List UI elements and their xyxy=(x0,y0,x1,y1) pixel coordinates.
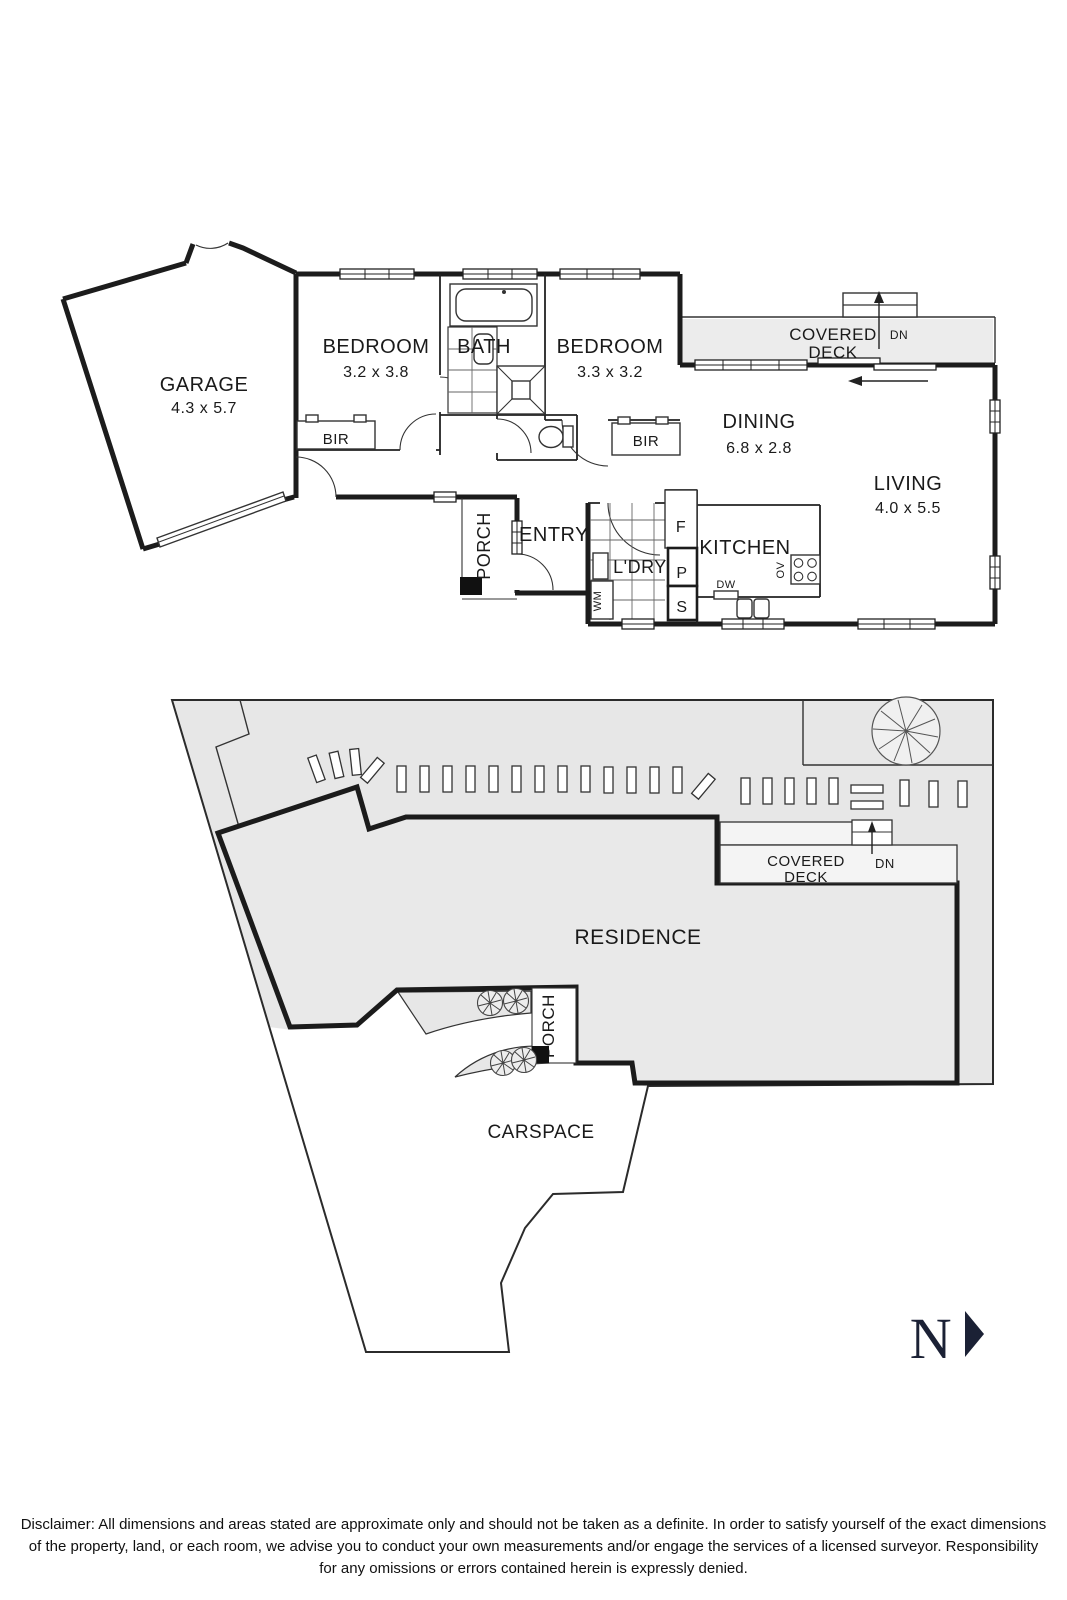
deck-edge-line xyxy=(680,316,996,363)
cupboards: F P S xyxy=(664,489,699,622)
north-indicator: N xyxy=(910,1306,984,1371)
windows xyxy=(339,268,1001,630)
disclaimer-line2: of the property, land, or each room, we … xyxy=(28,1538,1039,1555)
large-tree-icon xyxy=(871,696,941,766)
floor-plan: BIR BIR WM F P S xyxy=(60,240,1001,630)
front-door-arc xyxy=(516,553,554,591)
oven-label: OV xyxy=(775,561,787,578)
bedroom1-door-arc xyxy=(399,413,437,451)
window-bedroom2 xyxy=(559,268,641,280)
porch-label: PORCH xyxy=(474,512,494,580)
fence-palings xyxy=(307,747,968,810)
site-deck-label-1: COVERED xyxy=(767,853,845,870)
window-kitchen xyxy=(721,618,785,630)
dining-label: DINING xyxy=(723,411,796,433)
deck-label-2: DECK xyxy=(808,343,857,362)
site-plan: COVERED DECK DN PORCH RESIDENCE CARSPACE xyxy=(170,696,994,1353)
garage-label: GARAGE xyxy=(160,374,249,396)
bath-label: BATH xyxy=(457,336,511,358)
site-porch: PORCH xyxy=(531,987,577,1064)
site-deck: COVERED DECK DN xyxy=(719,819,958,886)
store-label: S xyxy=(676,599,687,616)
laundry-fittings: WM xyxy=(590,503,665,620)
slide-arrow-icon xyxy=(848,376,862,386)
bedroom2-dims: 3.3 x 3.2 xyxy=(577,364,643,381)
window-deck xyxy=(694,359,808,371)
vanity xyxy=(447,326,498,414)
wc-door-arc xyxy=(496,418,532,454)
dw-label: DW xyxy=(716,579,735,591)
sliding-door-deck xyxy=(817,357,937,386)
north-arrow-icon xyxy=(965,1311,984,1357)
window-entry-sidelight xyxy=(511,520,523,555)
garage-walls xyxy=(60,240,298,552)
garage-top-door-arc xyxy=(195,242,229,249)
window-laundry xyxy=(621,618,655,630)
tree-corner-lines xyxy=(802,700,993,766)
carspace-label: CARSPACE xyxy=(487,1122,594,1143)
living-dims: 4.0 x 5.5 xyxy=(875,500,941,517)
shrub-icon xyxy=(510,1046,538,1074)
garage-door xyxy=(156,491,287,548)
site-porch-label: PORCH xyxy=(539,994,558,1058)
dishwasher-icon xyxy=(713,590,739,600)
window-living-east1 xyxy=(989,399,1001,434)
kitchen-fittings: OV DW xyxy=(713,554,821,619)
carspace-area xyxy=(269,989,648,1352)
window-bath xyxy=(462,268,538,280)
up-arrow-icon xyxy=(874,291,884,303)
toilet xyxy=(538,425,574,449)
lot-boundary xyxy=(170,699,994,1353)
laundry-label: L'DRY xyxy=(613,557,667,577)
porch-area xyxy=(460,498,517,600)
window-living-east2 xyxy=(989,555,1001,590)
deck-floor xyxy=(682,319,993,363)
robe-bedroom2: BIR xyxy=(611,416,681,456)
window-living-south xyxy=(857,618,936,630)
disclaimer-line1: Disclaimer: All dimensions and areas sta… xyxy=(20,1516,1047,1533)
bedroom2-label: BEDROOM xyxy=(557,336,664,358)
dining-dims: 6.8 x 2.8 xyxy=(726,440,792,457)
window-bedroom1 xyxy=(339,268,415,280)
shrub-icon xyxy=(476,989,504,1017)
bathtub xyxy=(449,283,538,327)
washing-machine-icon xyxy=(590,580,614,620)
wm-label: WM xyxy=(592,591,604,612)
porch-post xyxy=(460,577,482,595)
garage-dims: 4.3 x 5.7 xyxy=(171,400,237,417)
bir2-label: BIR xyxy=(633,433,660,450)
robe-bedroom1: BIR xyxy=(296,414,376,450)
site-up-arrow-icon xyxy=(868,821,876,832)
pantry-label: P xyxy=(676,565,687,582)
bir1-label: BIR xyxy=(323,431,350,448)
laundry-door-arc xyxy=(607,502,661,556)
residence-outline xyxy=(214,783,960,1086)
kitchen-label: KITCHEN xyxy=(699,537,790,559)
site-deck-label-2: DECK xyxy=(784,869,828,886)
shower xyxy=(496,365,546,415)
deck-label-1: COVERED xyxy=(789,325,877,344)
hall-side-door-arc xyxy=(295,456,337,498)
bedroom1-label: BEDROOM xyxy=(323,336,430,358)
disclaimer: Disclaimer: All dimensions and areas sta… xyxy=(0,1514,1067,1580)
north-label: N xyxy=(910,1306,952,1371)
residence-label: RESIDENCE xyxy=(574,926,701,949)
living-label: LIVING xyxy=(874,473,943,495)
bedroom1-dims: 3.2 x 3.8 xyxy=(343,364,409,381)
entry-label: ENTRY xyxy=(519,524,589,546)
boundary-notch xyxy=(215,699,250,828)
sink-icon xyxy=(736,598,753,619)
dn-label: DN xyxy=(890,328,908,342)
shrub-icon xyxy=(502,987,530,1015)
fridge-label: F xyxy=(676,519,686,536)
window-walkway xyxy=(433,491,457,503)
disclaimer-line3: for any omissions or errors contained he… xyxy=(319,1560,748,1577)
deck-stairs: DN xyxy=(842,291,918,349)
site-dn-label: DN xyxy=(875,856,895,871)
